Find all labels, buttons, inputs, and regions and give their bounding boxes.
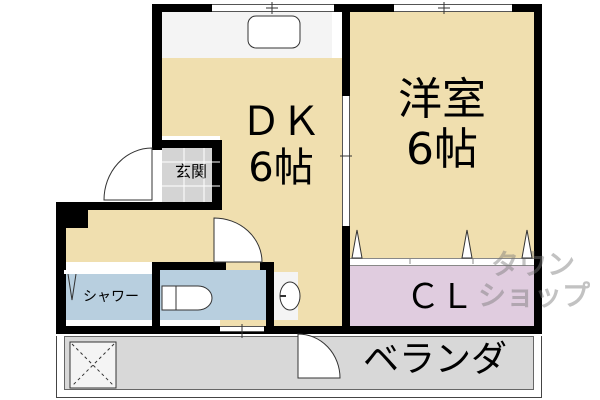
wall-divider-lower <box>342 226 350 332</box>
wall-top-right <box>512 4 542 12</box>
closet-label: ＣＬ <box>406 277 474 317</box>
wall-entrance-bottom <box>56 202 222 210</box>
watermark: タウン ショップ <box>478 248 591 312</box>
wall-top-left <box>152 4 212 12</box>
shower-room <box>64 270 152 320</box>
toilet-icon <box>161 285 213 311</box>
entrance-door-swing-icon <box>103 147 153 201</box>
watermark-line1: タウン <box>490 248 575 281</box>
western-room <box>350 10 534 262</box>
closet <box>350 264 534 326</box>
shower-label: シャワー <box>83 289 139 305</box>
wall-bath-top <box>152 262 226 270</box>
western-room-label-name: 洋室 <box>398 74 486 125</box>
wall-toilet-right <box>266 262 274 332</box>
wall-closet-top <box>350 258 534 266</box>
kitchen-sink-icon <box>247 15 301 49</box>
watermark-line2: ショップ <box>478 278 591 312</box>
wall-entrance-top <box>160 140 220 148</box>
veranda-door-swing-icon <box>297 333 341 379</box>
wall-left-lower <box>56 202 66 334</box>
wall-shower-right <box>152 262 160 332</box>
veranda-label: ベランダ <box>362 339 507 380</box>
wall-right <box>534 4 542 334</box>
veranda-outer-rail <box>56 336 542 398</box>
wall-corner-block <box>56 202 88 228</box>
wall-left-dk <box>152 4 162 150</box>
sliding-door-dk-western <box>342 96 350 226</box>
western-room-label: 洋室 6帖 <box>372 78 512 172</box>
kitchen-counter-area <box>160 10 332 58</box>
closet-door-marker-icon <box>351 229 533 259</box>
wall-top-mid <box>334 4 394 12</box>
dk-room <box>160 58 346 136</box>
shower-curtain-icon <box>67 273 77 301</box>
entrance <box>162 146 220 202</box>
wall-entrance-right <box>212 140 222 210</box>
hall-area <box>64 210 224 262</box>
evacuation-hatch-icon <box>69 341 117 389</box>
bathroom-door-swing-icon <box>213 217 263 263</box>
window-western-top <box>394 4 512 12</box>
wall-bottom <box>56 326 542 334</box>
dk-label-name: ＤＫ <box>241 99 321 145</box>
dk-label-size: 6帖 <box>248 145 314 191</box>
wall-divider-upper <box>342 4 350 96</box>
entrance-label: 玄関 <box>174 162 207 181</box>
entrance-tile-icon <box>162 148 220 202</box>
western-room-label-size: 6帖 <box>406 124 478 175</box>
dk-label: ＤＫ 6帖 <box>226 102 336 188</box>
